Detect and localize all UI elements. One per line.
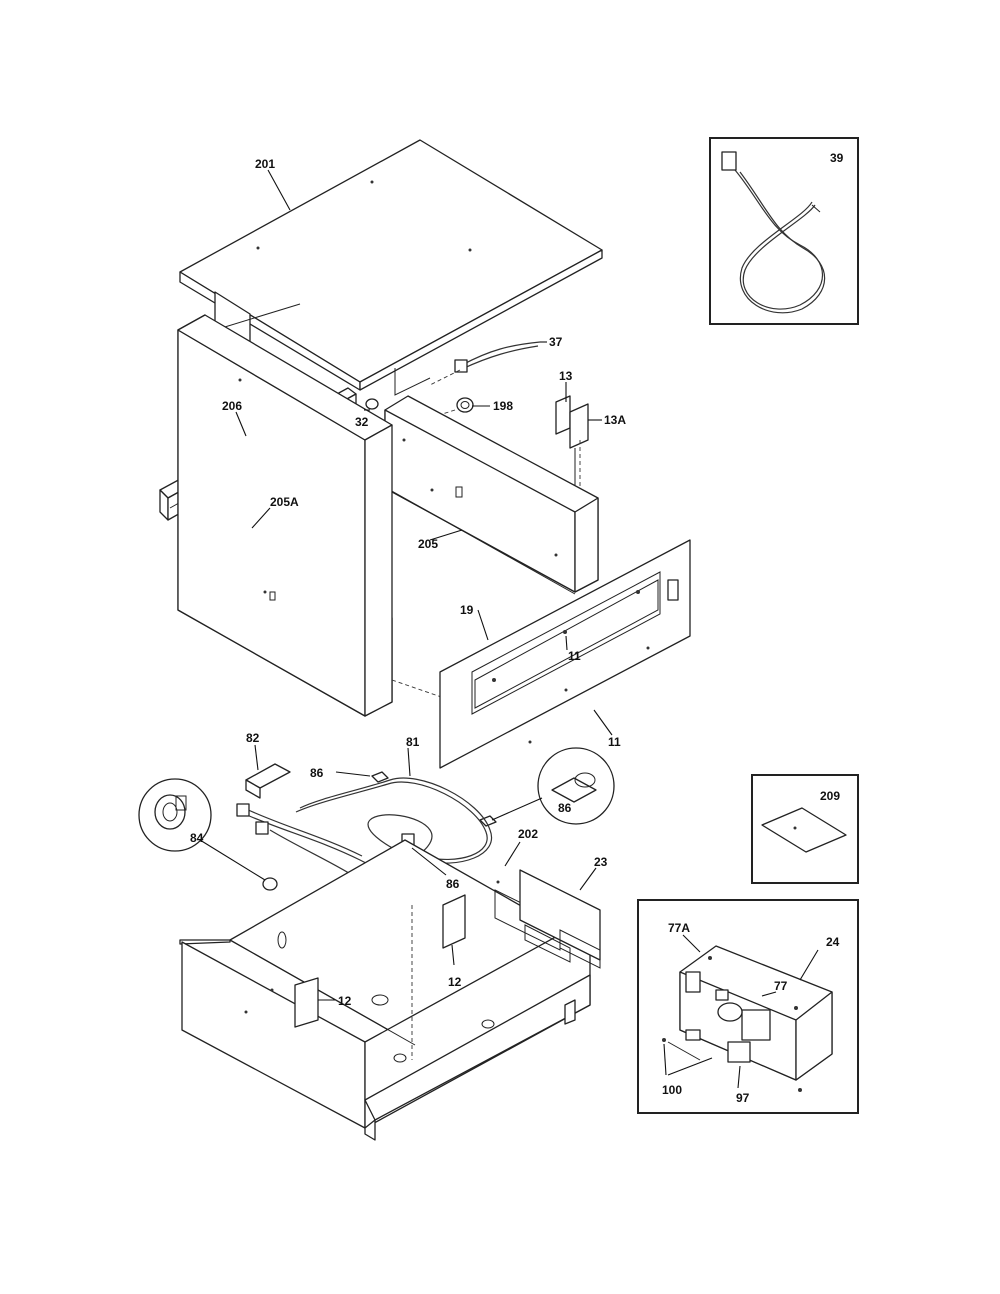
label-77: 77 <box>774 979 788 993</box>
bracket-12-right <box>442 894 466 949</box>
control-board-box-24 <box>637 899 859 1114</box>
label-82: 82 <box>246 731 260 745</box>
switches-13-13A <box>555 395 589 500</box>
panel-23 <box>519 869 601 969</box>
bracket-82 <box>245 763 291 799</box>
label-12-right: 12 <box>448 975 462 989</box>
power-cord-box-39 <box>709 137 859 325</box>
label-97: 97 <box>736 1091 750 1105</box>
detail-circle-86 <box>537 747 615 825</box>
label-32: 32 <box>355 415 369 429</box>
label-81: 81 <box>406 735 420 749</box>
label-86-circle: 86 <box>558 801 572 815</box>
label-13A: 13A <box>604 413 626 427</box>
leader-lines <box>235 169 819 1089</box>
label-205A: 205A <box>270 495 299 509</box>
detail-circle-84 <box>138 778 278 891</box>
wire-harness-37 <box>429 341 541 386</box>
label-23: 23 <box>594 855 608 869</box>
label-box-209 <box>751 774 859 884</box>
label-86-top: 86 <box>310 766 324 780</box>
part-labels: 201 39 37 13 13A 198 206 32 205A 205 19 … <box>190 151 844 1105</box>
label-209: 209 <box>820 789 840 803</box>
label-13: 13 <box>559 369 573 383</box>
label-11-lower: 11 <box>608 735 621 749</box>
clip-32 <box>365 398 379 410</box>
label-205: 205 <box>418 537 438 551</box>
base-cabinet-202 <box>179 839 591 1141</box>
control-panel-19 <box>439 539 691 769</box>
label-37: 37 <box>549 335 563 349</box>
label-206: 206 <box>222 399 242 413</box>
label-11-upper: 11 <box>568 649 581 663</box>
bracket-12-left <box>294 977 319 1028</box>
label-100: 100 <box>662 1083 682 1097</box>
label-84: 84 <box>190 831 204 845</box>
label-12-left: 12 <box>338 994 352 1008</box>
side-panel-205A <box>177 314 451 717</box>
label-198: 198 <box>493 399 513 413</box>
label-39: 39 <box>830 151 844 165</box>
label-86-lower: 86 <box>446 877 460 891</box>
label-202: 202 <box>518 827 538 841</box>
label-19: 19 <box>460 603 474 617</box>
top-panel-201 <box>179 139 603 396</box>
label-24: 24 <box>826 935 840 949</box>
label-201: 201 <box>255 157 275 171</box>
rear-panel-205 <box>384 395 599 595</box>
label-77A: 77A <box>668 921 690 935</box>
